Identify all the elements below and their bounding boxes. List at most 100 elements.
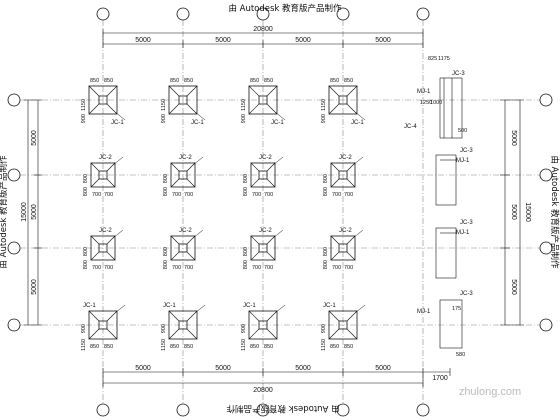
column-outline	[258, 95, 268, 105]
column-outline	[338, 243, 348, 253]
footing-slope-line	[90, 162, 100, 172]
footing-dim: 1150	[161, 339, 167, 351]
footing-dim: 800	[163, 247, 169, 256]
footing-dim: 850	[344, 78, 353, 84]
footing-slope-line	[266, 85, 278, 97]
footing-dim: 700	[104, 265, 113, 271]
footing-slope-line	[186, 251, 196, 261]
footing-dim: 1150	[241, 339, 247, 351]
footing-dim: 900	[161, 324, 167, 333]
column-outline	[258, 243, 268, 253]
label-jc3: JC-3	[452, 71, 465, 77]
label-mj1: MJ-1	[456, 158, 470, 164]
footing-outline	[250, 162, 276, 188]
dim-top-total: 20800	[253, 26, 273, 33]
footing-outline	[330, 162, 356, 188]
dim-bottom-bay: 5000	[295, 365, 311, 372]
footing-outline	[330, 235, 356, 261]
footing-dim: 800	[323, 174, 329, 183]
footing-label: JC-1	[271, 120, 284, 126]
footing-slope-line	[186, 85, 198, 97]
column-outline	[338, 95, 348, 105]
footing-dim: 850	[184, 78, 193, 84]
footing-slope-line	[186, 178, 196, 188]
footing-slope-line	[90, 235, 100, 245]
footing-label: JC-1	[243, 303, 256, 309]
footing-slope-line	[328, 310, 340, 322]
footing-outline	[250, 235, 276, 261]
footing-dim: 700	[184, 192, 193, 198]
footing-leader	[112, 229, 124, 239]
footing-slope-line	[106, 178, 116, 188]
footing-leader	[192, 229, 204, 239]
footing-outline	[88, 310, 118, 340]
footing-dim: 700	[172, 265, 181, 271]
footing-slope-line	[328, 85, 340, 97]
footing-slope-line	[250, 178, 260, 188]
dim-right-bay: 5000	[510, 130, 517, 146]
footing-outline	[248, 310, 278, 340]
footing-slope-line	[170, 251, 180, 261]
column-outline	[178, 170, 188, 180]
footing-leader	[352, 229, 364, 239]
footing-slope-line	[168, 85, 180, 97]
right-dimension-lines	[500, 99, 524, 326]
footing-label: JC-1	[83, 303, 96, 309]
dim-left-total: 15000	[21, 202, 28, 222]
detail-dim: 500	[458, 128, 467, 134]
column-outline	[178, 320, 188, 330]
footing-dim: 1150	[161, 99, 167, 111]
footing-dim: 1150	[81, 339, 87, 351]
footing-slope-line	[346, 328, 358, 340]
footing-dim: 800	[83, 247, 89, 256]
footing-outline	[170, 162, 196, 188]
footing-slope-line	[248, 85, 260, 97]
footing-leader	[354, 111, 366, 121]
label-mj1: MJ-1	[417, 309, 431, 315]
footing-leader	[354, 304, 366, 314]
footing-slope-line	[106, 328, 118, 340]
footing-label: JC-2	[259, 155, 272, 161]
footing-dim: 1150	[241, 99, 247, 111]
column-outline	[178, 243, 188, 253]
footing-dim: 700	[92, 192, 101, 198]
footing-slope-line	[250, 235, 260, 245]
footing-leader	[114, 304, 126, 314]
footing-dim: 850	[170, 344, 179, 350]
footing-dim: 700	[264, 265, 273, 271]
footing-slope-line	[170, 162, 180, 172]
footing-dim: 800	[83, 187, 89, 196]
column-outline	[98, 170, 108, 180]
footing-leader	[114, 111, 126, 121]
footing-slope-line	[88, 310, 100, 322]
footing-leader	[274, 304, 286, 314]
footing-dim: 700	[264, 192, 273, 198]
footing-slope-line	[250, 162, 260, 172]
footing-dim: 850	[90, 344, 99, 350]
footing-dim: 800	[243, 247, 249, 256]
footing-slope-line	[250, 251, 260, 261]
detail-dim: 1000	[430, 100, 442, 106]
footing-leader	[272, 156, 284, 166]
footing-dim: 850	[250, 344, 259, 350]
footing-dim: 800	[83, 174, 89, 183]
footing-dim: 800	[243, 260, 249, 269]
footing-label: JC-1	[351, 120, 364, 126]
watermark-top: 由 Autodesk 教育版产品制作	[228, 3, 342, 14]
detail-dim: 1175	[438, 56, 450, 62]
footing-outline	[90, 235, 116, 261]
top-dimension-lines	[102, 29, 424, 48]
footing-slope-line	[88, 103, 100, 115]
footing-slope-line	[346, 178, 356, 188]
footing-dim: 800	[323, 260, 329, 269]
footing-dim: 850	[264, 78, 273, 84]
footing-dim: 850	[184, 344, 193, 350]
footing-slope-line	[88, 328, 100, 340]
